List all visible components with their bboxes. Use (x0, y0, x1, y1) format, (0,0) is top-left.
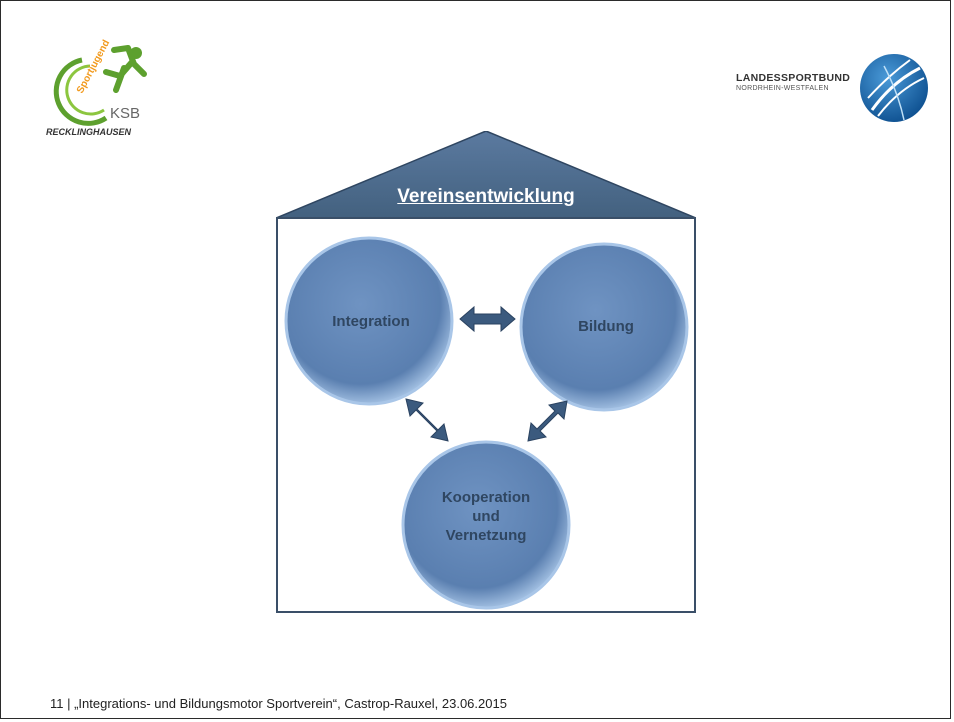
logo-subtitle-text: RECKLINGHAUSEN (46, 127, 132, 137)
sportjugend-logo-graphic: Sportjugend KSB RECKLINGHAUSEN (46, 38, 147, 137)
node-bildung-label: Bildung (578, 318, 634, 335)
arrow-integration-kooperation (405, 398, 449, 442)
landessportbund-logo: LANDESSPORTBUND NORDRHEIN-WESTFALEN (736, 52, 936, 130)
lsb-title: LANDESSPORTBUND (736, 72, 851, 84)
node-kooperation-label: Kooperation und Vernetzung (441, 489, 531, 544)
arrow-integration-bildung (459, 305, 516, 333)
circle-integration (284, 236, 454, 406)
globe-icon (860, 54, 928, 122)
circle-kooperation (401, 440, 571, 610)
footer-text: 11 | „Integrations- und Bildungsmotor Sp… (50, 696, 507, 711)
arrow-bildung-kooperation (527, 400, 568, 442)
logo-brand-text: KSB (110, 105, 140, 122)
house-diagram (276, 131, 696, 613)
lsb-subtitle: NORDRHEIN-WESTFALEN (736, 85, 829, 92)
node-integration-label: Integration (332, 313, 410, 330)
sportjugend-ksb-logo: Sportjugend KSB RECKLINGHAUSEN (44, 38, 164, 138)
diagram-title: Vereinsentwicklung (397, 186, 575, 207)
circle-bildung (519, 242, 689, 412)
